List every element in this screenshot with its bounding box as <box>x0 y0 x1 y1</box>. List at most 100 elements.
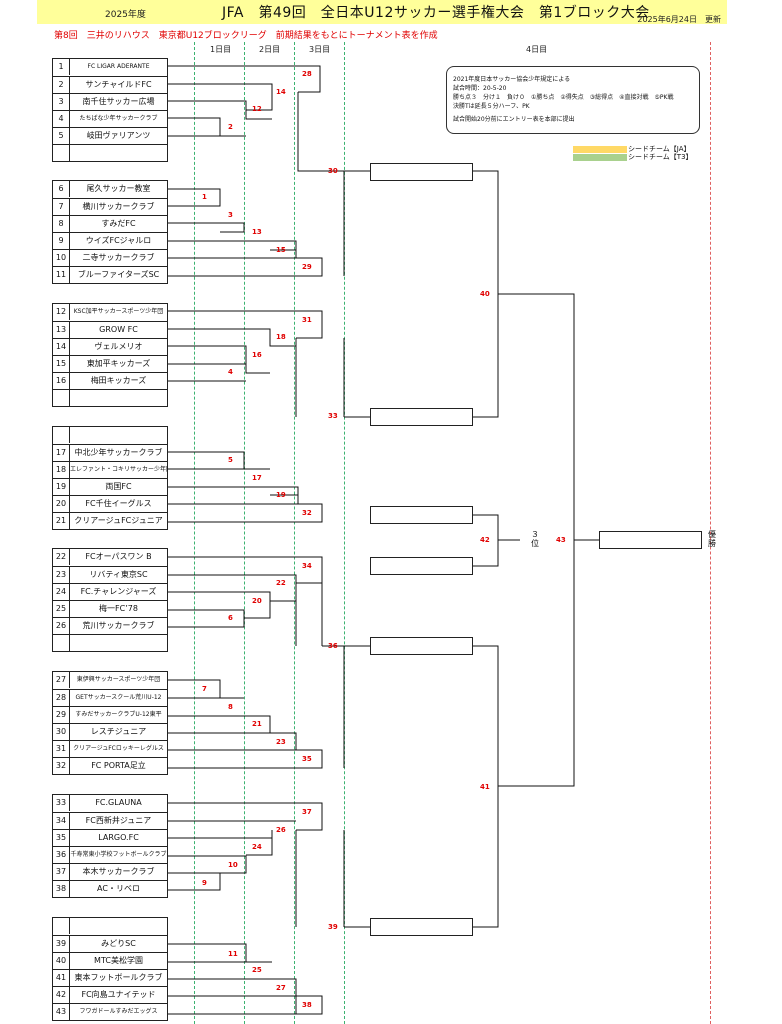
team-row <box>53 427 167 444</box>
bracket-line <box>168 65 321 93</box>
team-name: 梅田キッカーズ <box>90 376 147 385</box>
team-name: GETサッカースクール荒川U-12 <box>75 694 162 701</box>
bracket-line <box>168 679 244 699</box>
team-number: 14 <box>53 339 70 355</box>
game-number-25: 25 <box>252 966 262 974</box>
team-number: 35 <box>53 830 70 846</box>
game-number-8: 8 <box>228 703 233 711</box>
bracket-line <box>168 83 273 111</box>
team-name <box>70 427 167 443</box>
team-number: 25 <box>53 601 70 617</box>
day-divider-3 <box>294 42 295 1024</box>
team-row <box>53 918 167 935</box>
seed-label-ja: シードチーム【JA】 <box>628 145 691 153</box>
team-number: 31 <box>53 741 70 757</box>
team-number: 28 <box>53 690 70 706</box>
team-name: 尾久サッカー教室 <box>86 184 151 193</box>
game-number-13: 13 <box>252 228 262 236</box>
team-number: 10 <box>53 250 70 266</box>
team-row <box>53 634 167 651</box>
semifinal-box-lower <box>370 557 473 575</box>
team-name: AC・リベロ <box>97 884 140 893</box>
team-number: 20 <box>53 496 70 512</box>
team-name <box>70 390 167 406</box>
team-name: FC.チャレンジャーズ <box>80 587 157 596</box>
team-name: FC千住イーグルス <box>85 499 152 508</box>
team-name: 岐田ヴァリアンツ <box>86 131 151 140</box>
team-row: 20 FC千住イーグルス <box>53 495 167 512</box>
team-number: 24 <box>53 584 70 600</box>
game-number-12: 12 <box>252 105 262 113</box>
game-number-20: 20 <box>252 597 262 605</box>
bracket-line <box>498 540 575 787</box>
team-number: 19 <box>53 479 70 495</box>
team-name: 本木サッカークラブ <box>82 867 155 876</box>
team-name: 東加平キッカーズ <box>86 359 151 368</box>
team-number: 17 <box>53 445 70 461</box>
note-line-2: 試合時間：20-5-20 <box>453 85 507 92</box>
game-number-35: 35 <box>302 755 312 763</box>
subtitle: 第8回 三井のリハウス 東京都U12ブロックリーグ 前期結果をもとにトーナメント… <box>54 31 438 41</box>
semifinal-box-upper <box>370 506 473 524</box>
bracket-line <box>168 240 297 251</box>
game-number-30: 30 <box>328 167 338 175</box>
team-number: 8 <box>53 216 70 232</box>
team-number <box>53 635 70 651</box>
team-name: エレファント・コキリサッカー少年団 <box>70 466 167 473</box>
bracket-line <box>168 609 245 628</box>
bracket-line <box>168 310 323 339</box>
day-divider-2 <box>244 42 245 1024</box>
team-row <box>53 389 167 406</box>
game-number-6: 6 <box>228 614 233 622</box>
game-number-1: 1 <box>202 193 207 201</box>
game-number-21: 21 <box>252 720 262 728</box>
game-number-17: 17 <box>252 474 262 482</box>
game-number-26: 26 <box>276 826 286 834</box>
bracket-line <box>168 749 323 769</box>
team-number: 11 <box>53 267 70 283</box>
team-number: 3 <box>53 94 70 110</box>
team-name: サンチャイルドFC <box>85 80 152 89</box>
team-number: 27 <box>53 672 70 688</box>
game-number-34: 34 <box>302 562 312 570</box>
game-number-41: 41 <box>480 783 490 791</box>
team-number: 36 <box>53 847 70 863</box>
team-name: FC.GLAUNA <box>95 798 142 807</box>
team-name: 梅一FC’78 <box>99 604 138 613</box>
team-name: フワガドールすみだエッグス <box>79 1008 158 1015</box>
team-number: 1 <box>53 59 70 75</box>
team-number: 34 <box>53 813 70 829</box>
game-number-16: 16 <box>252 351 262 359</box>
team-name: クリアージュFCロッキーレグルス <box>73 745 164 752</box>
team-row <box>53 144 167 161</box>
team-name: みどりSC <box>101 939 136 948</box>
champion-text: 優 勝 <box>708 530 716 548</box>
team-name: 東伊興サッカースポーツ少年団 <box>76 676 161 683</box>
note-line-1: 2021年度日本サッカー協会少年規定による <box>453 76 571 83</box>
team-name: LARGO.FC <box>98 833 139 842</box>
header-year: 2025年度 <box>105 10 146 20</box>
team-number: 32 <box>53 758 70 774</box>
team-name: クリアージュFCジュニア <box>74 516 163 525</box>
team-name: 二寺サッカークラブ <box>82 253 155 262</box>
game-number-23: 23 <box>276 738 286 746</box>
team-number: 4 <box>53 111 70 127</box>
seed-swatch-ja <box>573 146 627 153</box>
